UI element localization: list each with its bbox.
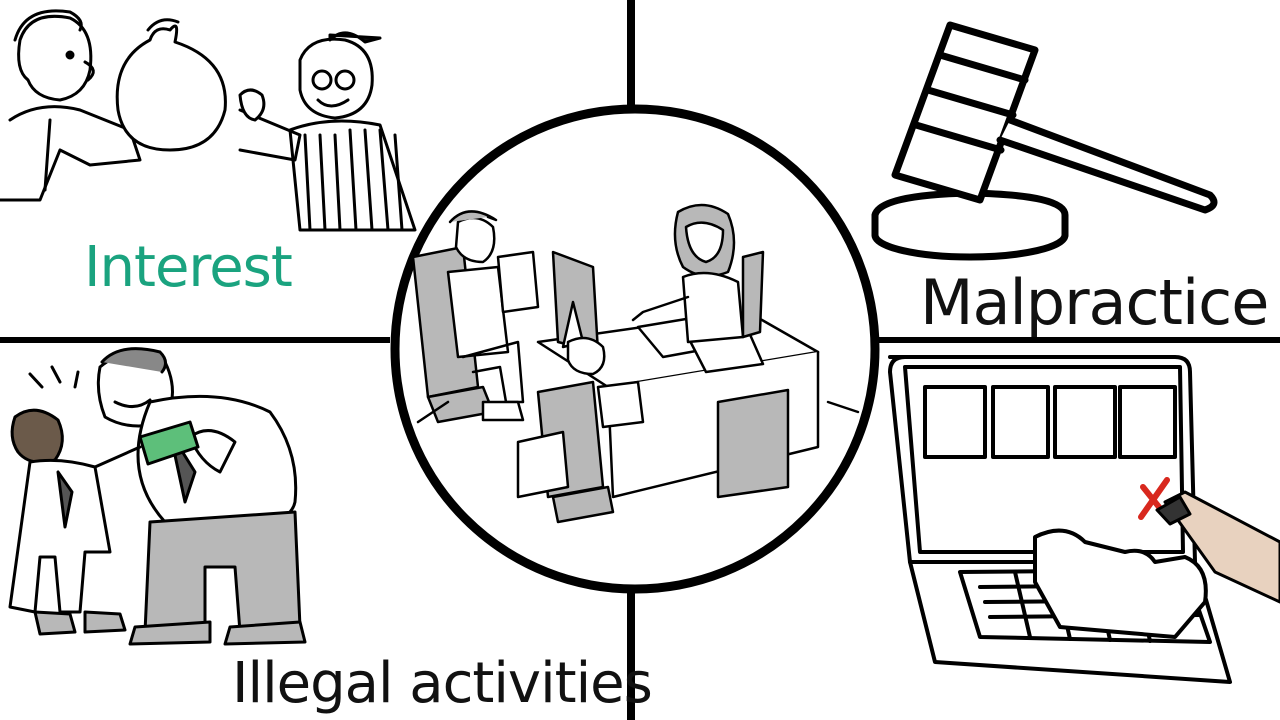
vertical-divider-top <box>627 0 635 110</box>
laptop-typing-icon <box>888 355 1280 684</box>
office-desk-meeting-icon <box>390 104 880 594</box>
bribe-handover-icon <box>8 347 307 646</box>
illegal-activities-label: Illegal activities <box>232 651 653 716</box>
interest-label: Interest <box>84 235 293 300</box>
horizontal-divider-left <box>0 337 390 343</box>
malpractice-label: Malpractice <box>920 266 1269 339</box>
gavel-icon <box>871 21 1218 261</box>
vertical-divider-bottom <box>627 590 635 720</box>
money-bag-handover-icon <box>0 9 417 232</box>
horizontal-divider-right <box>878 337 1280 343</box>
